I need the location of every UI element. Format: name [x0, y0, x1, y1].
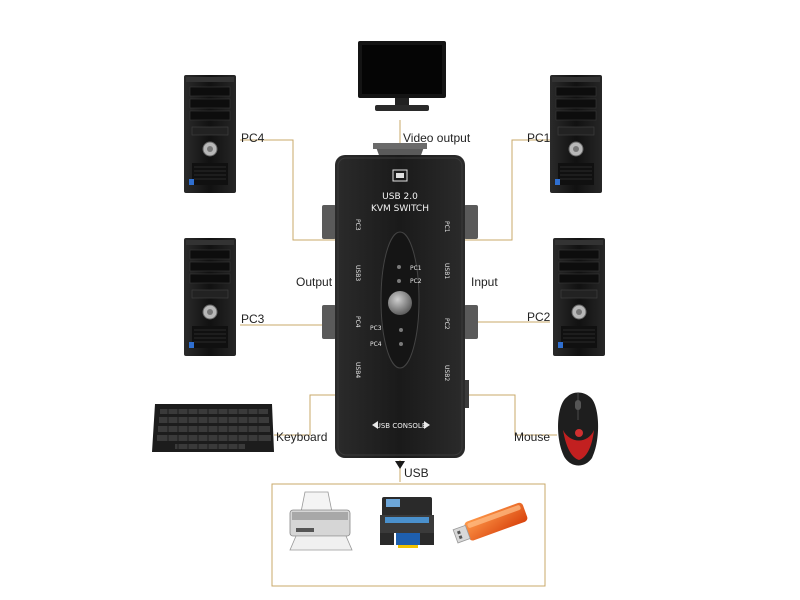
video-output-label: Video output: [403, 131, 471, 145]
input-label: Input: [471, 275, 498, 289]
usb-devices-box: [271, 483, 546, 587]
led-pc2-label: PC2: [410, 278, 422, 285]
select-button: [388, 291, 412, 315]
led-pc4-label: PC4: [370, 341, 382, 348]
usb-flash-drive-icon: [452, 502, 528, 544]
usb-console-label: USB CONSOLE: [376, 422, 427, 430]
mouse-icon: [558, 392, 599, 466]
output-label: Output: [296, 275, 333, 289]
keyboard-label: Keyboard: [276, 430, 328, 444]
printer-icon: [289, 491, 353, 551]
port-pc3-label: PC3: [354, 219, 361, 231]
usb-label: USB: [404, 466, 429, 480]
kvm-switch: [322, 143, 478, 469]
monitor-icon: [358, 41, 446, 111]
pc3-tower-icon: [183, 237, 237, 357]
port-usb1-label: USB1: [443, 263, 450, 279]
keyboard-icon: [152, 404, 274, 452]
port-pc4-label: PC4: [354, 316, 361, 328]
line-pc1: [465, 139, 550, 241]
pc4-tower-icon: [183, 74, 237, 194]
connection-lines: [240, 120, 557, 482]
pc2-label: PC2: [527, 310, 551, 324]
line-pc4: [240, 139, 335, 241]
port-usb2-label: USB2: [443, 365, 450, 381]
multifunction-printer-icon: [380, 497, 434, 548]
led-pc1-label: PC1: [410, 265, 422, 272]
kvm-title-line2: KVM SWITCH: [371, 204, 429, 214]
pc3-label: PC3: [241, 312, 265, 326]
port-pc2-label: PC2: [443, 318, 450, 330]
led-pc3-label: PC3: [370, 325, 382, 332]
pc4-label: PC4: [241, 131, 265, 145]
port-usb3-label: USB3: [354, 265, 361, 281]
port-usb4-label: USB4: [354, 362, 361, 378]
pc1-tower-icon: [549, 74, 603, 194]
port-pc1-label: PC1: [443, 221, 450, 233]
line-mouse: [465, 394, 557, 436]
pc1-label: PC1: [527, 131, 551, 145]
mouse-label: Mouse: [514, 430, 551, 444]
kvm-title-line1: USB 2.0: [382, 192, 418, 202]
pc2-tower-icon: [552, 237, 606, 357]
line-keyboard: [274, 394, 335, 436]
